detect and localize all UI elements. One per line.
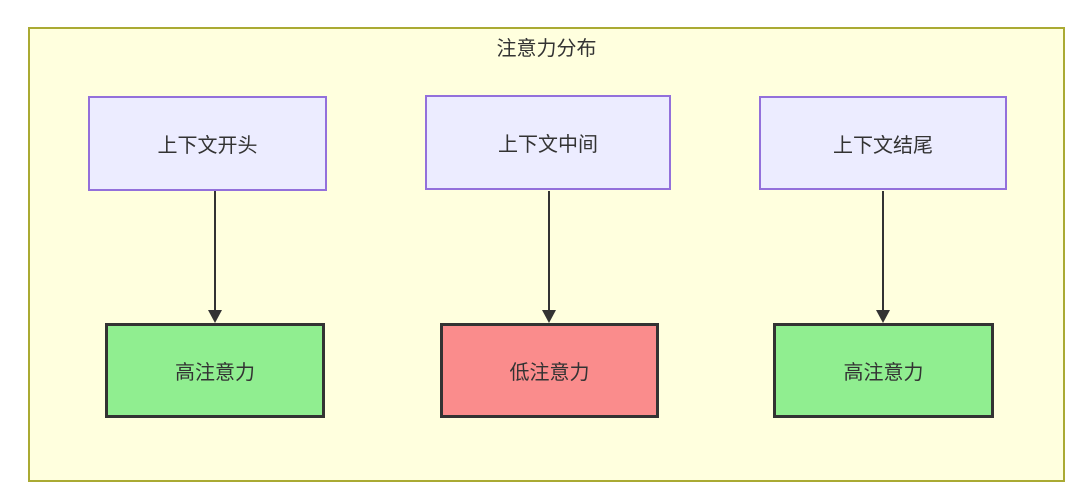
node-low-attention-middle-label: 低注意力 <box>509 362 590 384</box>
edge-middle-to-low-attention <box>542 191 556 323</box>
node-context-start-label: 上下文开头 <box>157 135 258 157</box>
node-low-attention-middle: 低注意力 <box>440 323 659 418</box>
edge-line <box>882 191 884 310</box>
node-high-attention-start: 高注意力 <box>105 323 325 418</box>
node-context-middle: 上下文中间 <box>425 95 671 190</box>
node-high-attention-end-label: 高注意力 <box>843 362 924 384</box>
edge-line <box>214 191 216 310</box>
cluster-title: 注意力分布 <box>496 38 597 60</box>
edge-line <box>548 191 550 310</box>
node-context-end-label: 上下文结尾 <box>833 134 933 157</box>
node-context-end: 上下文结尾 <box>759 96 1007 190</box>
node-context-middle-label: 上下文中间 <box>498 134 598 156</box>
arrowhead-icon <box>542 310 556 323</box>
edge-end-to-high-attention <box>876 191 890 323</box>
node-high-attention-start-label: 高注意力 <box>175 362 255 384</box>
node-context-start: 上下文开头 <box>88 96 327 191</box>
arrowhead-icon <box>876 310 890 323</box>
arrowhead-icon <box>208 310 222 323</box>
attention-distribution-cluster: 注意力分布 上下文开头 上下文中间 上下文结尾 高注意力 低注意力 高注意力 <box>28 27 1065 482</box>
edge-start-to-high-attention <box>208 191 222 323</box>
node-high-attention-end: 高注意力 <box>773 323 994 418</box>
